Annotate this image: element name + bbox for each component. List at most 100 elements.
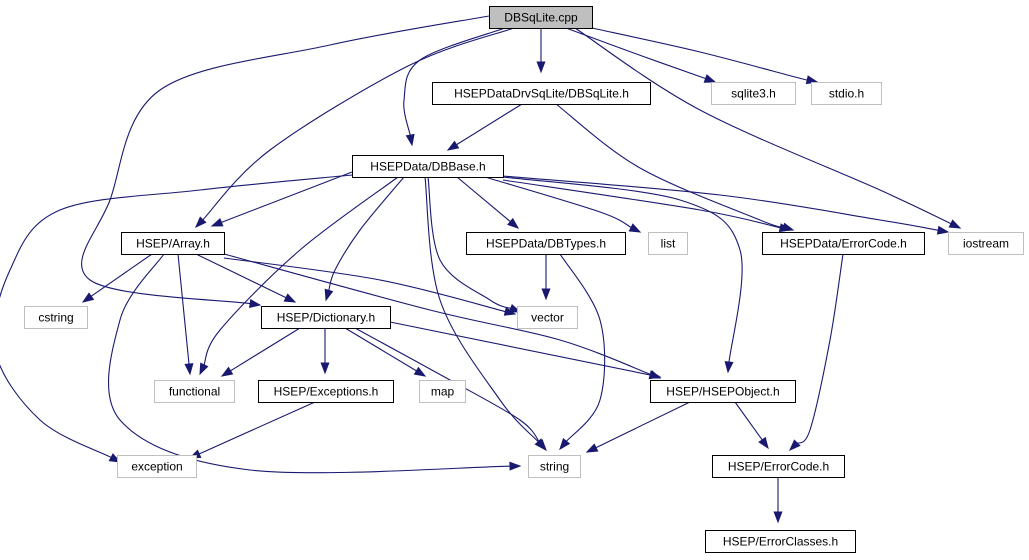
edge-line [220,171,353,224]
node-box [648,232,688,255]
node-box [258,380,394,403]
node-label: stdio.h [829,87,864,101]
node-dbtypes-h[interactable]: HSEPData/DBTypes.h [466,232,626,255]
node-hsep-errorcode-h[interactable]: HSEP/ErrorCode.h [712,455,845,478]
edge-line [502,179,782,229]
edge-dictionary-h-to-string [354,327,547,452]
node-box [419,380,466,403]
node-box [517,306,578,329]
edge-dictionary-h-to-functional [220,327,301,377]
edge-array-h-to-functional [177,253,194,376]
edge-dictionary-h-to-exceptions-h [320,328,330,375]
node-dbsqlite-cpp[interactable]: DBSqLite.cpp [489,6,593,29]
edge-dbbase-h-to-iostream [502,175,950,235]
edge-exceptions-h-to-exception [188,401,316,459]
node-label: iostream [963,237,1009,251]
edge-hsepobject-h-to-hsep-errorcode-h [734,401,769,450]
edge-arrowhead [324,288,334,302]
node-box [811,82,882,105]
node-label: HSEP/HSEPObject.h [666,385,779,399]
node-label: functional [169,385,220,399]
edge-dictionary-h-to-hsepobject-h [389,321,662,380]
edge-line [229,327,301,372]
edge-dbbase-h-to-dbtypes-h [456,176,520,229]
node-box [154,380,235,403]
edge-line [197,401,316,455]
edge-line [502,175,940,231]
edge-arrowhead [648,370,662,380]
node-drv-dbsqlite-h[interactable]: HSEPDataDrvSqLite/DBSqLite.h [432,82,651,105]
edge-arrowhead [249,299,262,308]
node-box [352,155,504,178]
edge-arrowhead [199,362,209,376]
edge-dbbase-h-to-functional [199,176,399,376]
edge-array-h-to-dictionary-h [195,253,297,303]
node-label: HSEP/Dictionary.h [277,311,375,325]
node-box [489,6,593,29]
edge-line [591,27,809,81]
node-box [121,232,225,255]
node-array-h[interactable]: HSEP/Array.h [121,232,225,255]
node-box [466,232,626,255]
graph-nodes: DBSqLite.cppHSEPDataDrvSqLite/DBSqLite.h… [24,6,1024,553]
edge-arrowhead [559,438,571,451]
node-label: string [540,460,569,474]
node-iostream: iostream [948,232,1024,255]
edge-array-h-to-vector [223,257,517,316]
edge-dbsqlite-cpp-to-stdio-h [591,27,819,85]
node-label: HSEPDataDrvSqLite/DBSqLite.h [454,87,629,101]
node-label: HSEP/ErrorCode.h [728,460,829,474]
node-hsepobject-h[interactable]: HSEP/HSEPObject.h [650,380,796,403]
edge-arrowhead [503,307,517,316]
node-dbbase-h[interactable]: HSEPData/DBBase.h [352,155,504,178]
node-box [712,455,845,478]
edge-dbsqlite-cpp-to-dbbase-h [403,27,506,147]
node-sqlite3-h: sqlite3.h [711,82,796,105]
node-functional: functional [154,380,235,403]
node-label: sqlite3.h [731,87,776,101]
edge-arrowhead [405,133,415,147]
edge-line [195,253,288,299]
edge-arrowhead [220,366,234,377]
edge-line [90,253,153,298]
node-box [24,306,88,329]
node-map: map [419,380,466,403]
edge-dbbase-h-to-hsepobject-h [502,176,743,374]
edge-line [201,27,515,221]
edge-dictionary-h-to-map [344,327,427,377]
edge-line [344,327,418,372]
edge-arrowhead [758,436,769,450]
node-label: HSEP/ErrorClasses.h [723,535,838,549]
node-box [711,82,796,105]
node-box [705,530,856,553]
edge-line [734,401,764,442]
node-box [650,380,796,403]
edge-dbbase-h-to-data-errorcode-h [502,179,792,233]
edge-line [0,174,353,459]
edge-line [574,27,953,225]
node-exceptions-h[interactable]: HSEP/Exceptions.h [258,380,394,403]
edge-arrowhead [320,362,330,375]
edge-dbbase-h-to-list [484,176,642,233]
edge-arrowhead [628,223,642,233]
edge-dbsqlite-cpp-to-iostream [574,27,962,229]
edge-line [455,103,523,146]
edge-hsepobject-h-to-string [585,401,691,453]
node-label: HSEPData/DBBase.h [370,160,485,174]
edge-line [559,253,606,443]
graph-edges [0,15,962,524]
edge-line [403,27,506,137]
node-label: DBSqLite.cpp [504,11,578,25]
edge-line [555,103,785,228]
node-dictionary-h[interactable]: HSEP/Dictionary.h [261,306,391,329]
node-errorclasses-h[interactable]: HSEP/ErrorClasses.h [705,530,856,553]
node-label: list [661,237,676,251]
node-vector: vector [517,306,578,329]
edge-line [389,321,652,376]
node-label: map [431,385,455,399]
node-data-errorcode-h[interactable]: HSEPData/ErrorCode.h [762,232,925,255]
node-label: vector [531,311,564,325]
node-cstring: cstring [24,306,88,329]
edge-drv-dbsqlite-h-to-dbbase-h [446,103,523,151]
node-list: list [648,232,688,255]
